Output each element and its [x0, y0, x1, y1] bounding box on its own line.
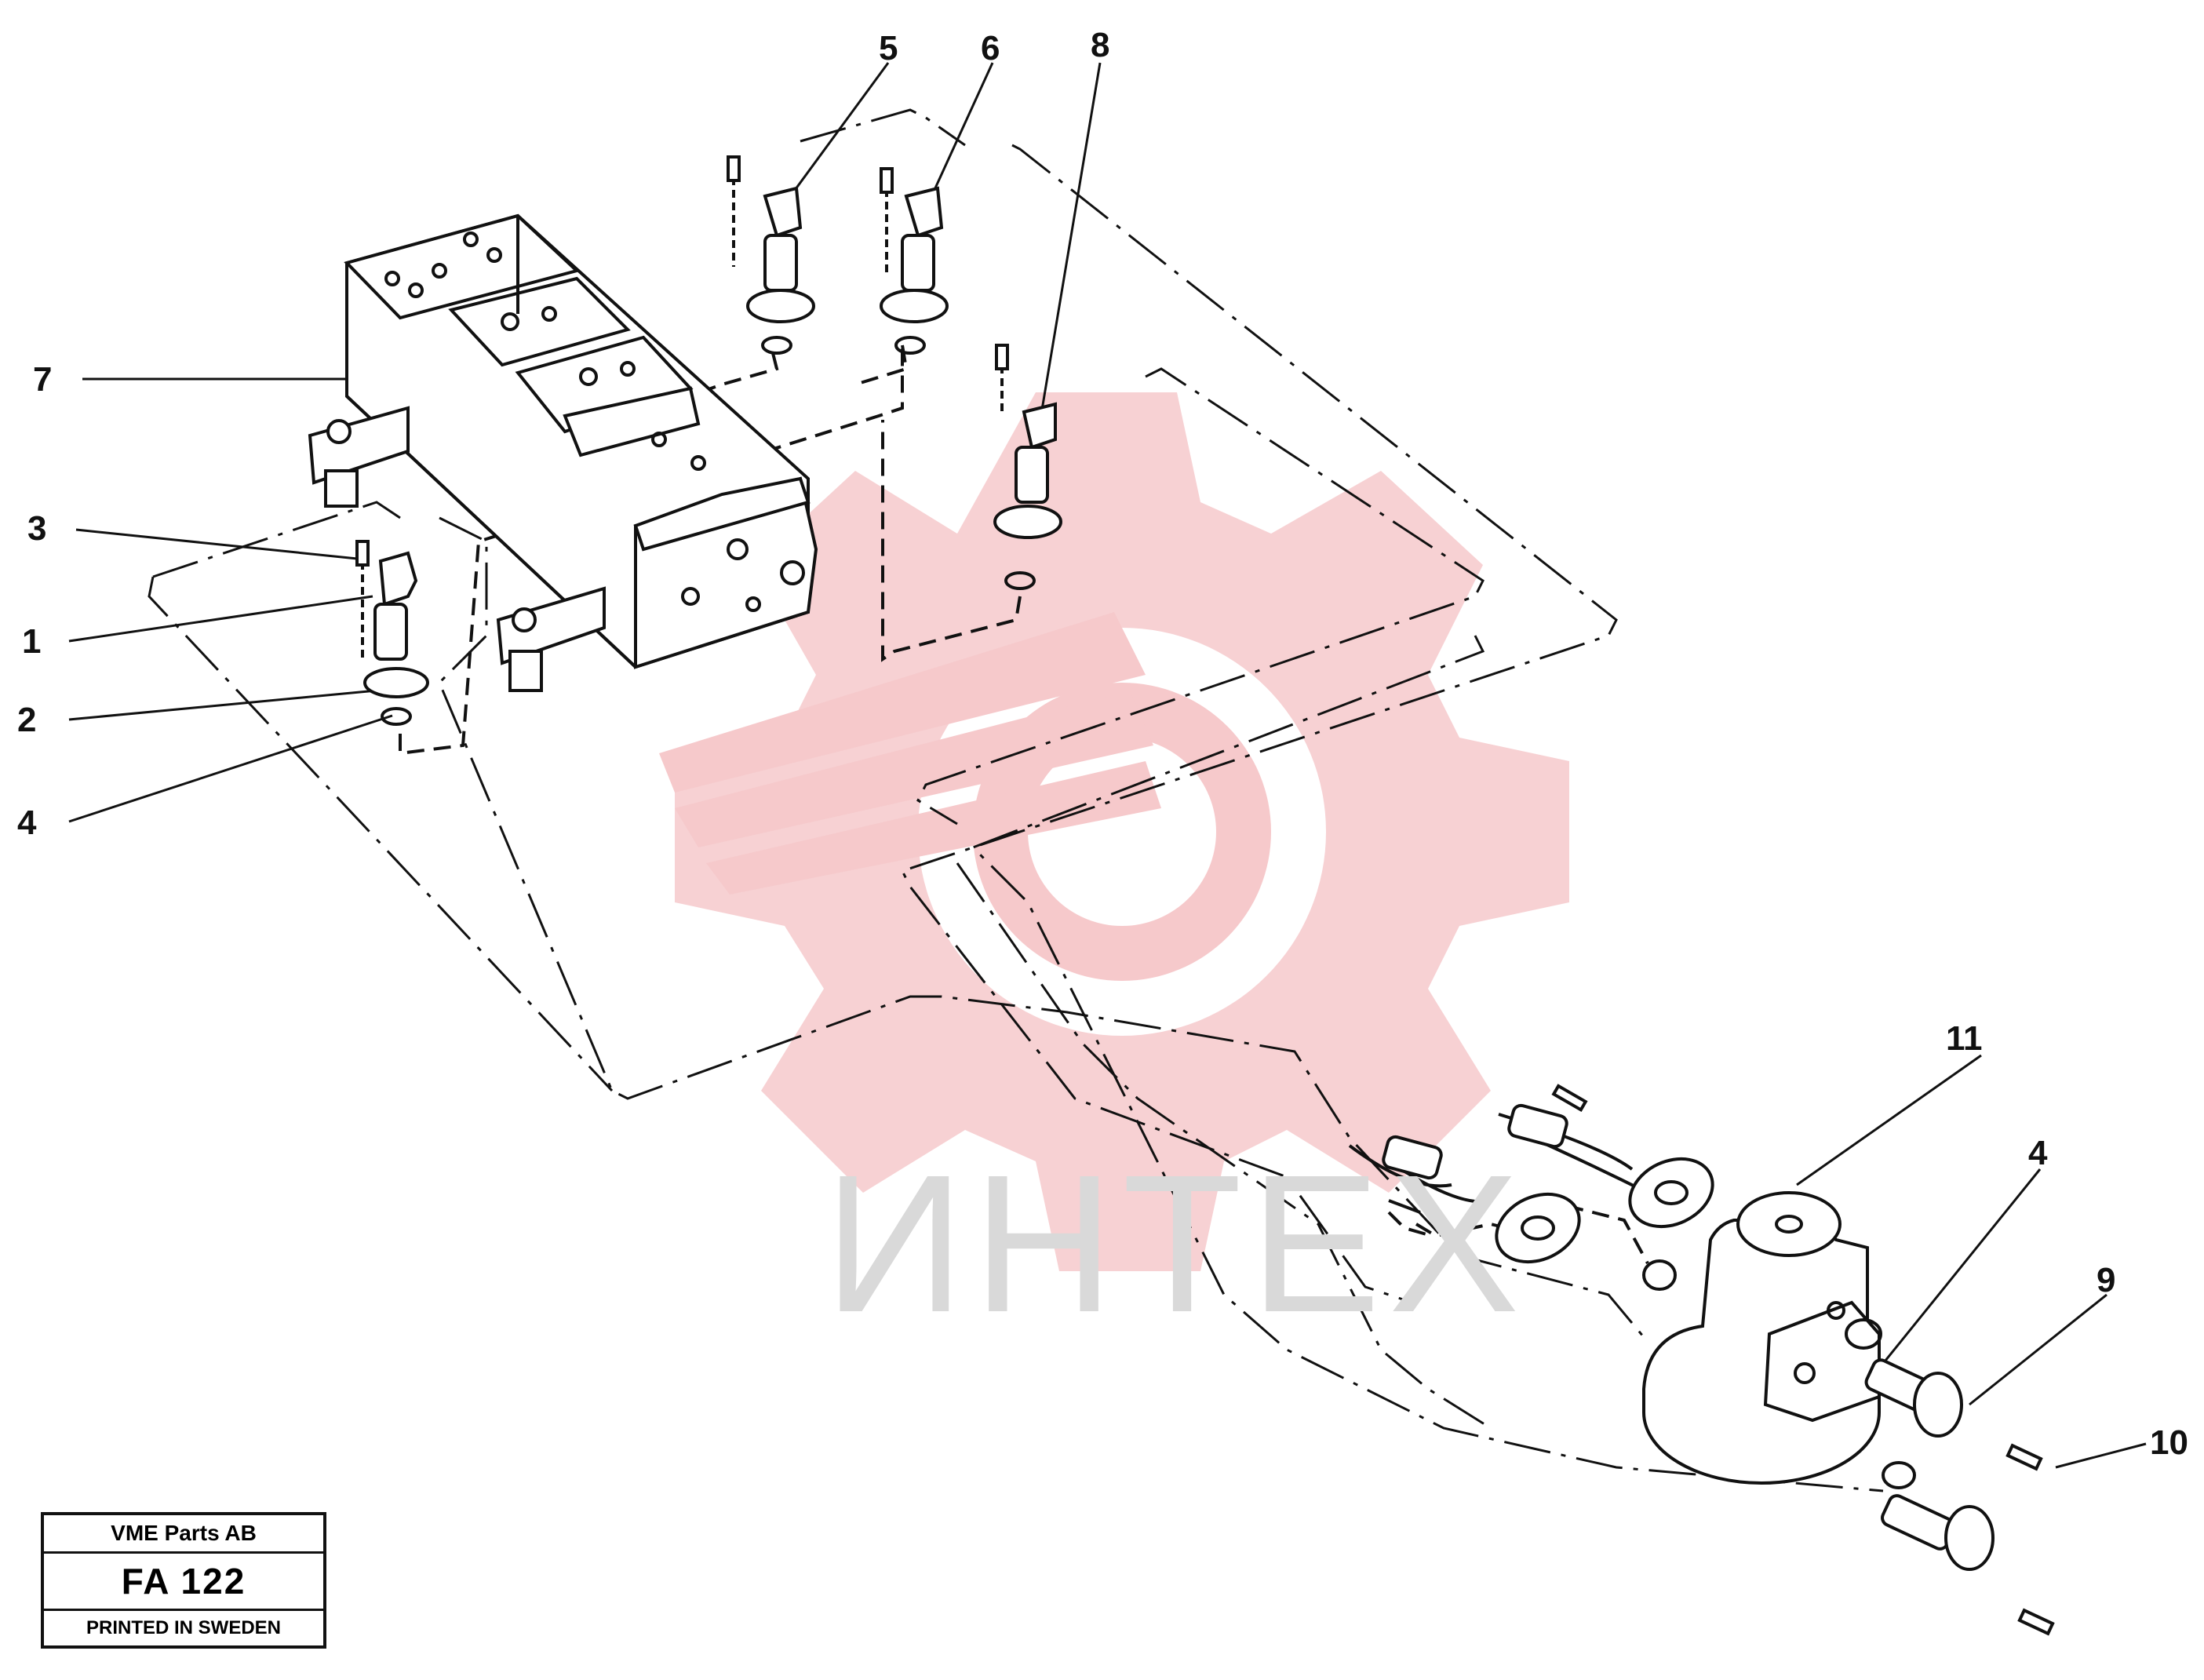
- stamp-company: VME Parts AB: [44, 1515, 323, 1554]
- hose-fittings: [355, 155, 1062, 726]
- callout-4-motor: 4: [2028, 1134, 2048, 1172]
- control-valve-block: [344, 213, 818, 669]
- lower-hoses: [1348, 1084, 1714, 1291]
- stamp-code: FA 122: [44, 1554, 323, 1611]
- watermark-text: ИНТЕХ: [824, 1134, 1528, 1353]
- fitting-7: [993, 344, 1062, 590]
- callout-5: 5: [879, 29, 898, 67]
- callout-8: 7: [33, 360, 53, 399]
- callout-4: 4: [17, 804, 37, 842]
- watermark-speed-lines: [659, 612, 1161, 895]
- fitting-1: [355, 540, 429, 726]
- mounting-brackets: [308, 406, 606, 692]
- title-stamp: VME Parts AB FA 122 PRINTED IN SWEDEN: [41, 1512, 326, 1649]
- fitting-6: [880, 167, 949, 355]
- callout-11: 11: [1946, 1019, 1983, 1058]
- leader-lines: [68, 62, 2147, 1469]
- callout-10: 10: [2150, 1423, 2188, 1462]
- stamp-printed: PRINTED IN SWEDEN: [86, 1617, 281, 1638]
- callout-2: 2: [17, 701, 37, 739]
- hose-routing-outlines: [148, 108, 1884, 1492]
- fitting-5: [727, 155, 815, 355]
- callout-9: 9: [2097, 1261, 2116, 1299]
- callout-6: 6: [981, 29, 1000, 67]
- callout-1: 1: [22, 622, 42, 661]
- callout-3: 3: [27, 509, 47, 548]
- hydraulic-motor: [1642, 1191, 2055, 1636]
- callout-7: 8: [1091, 26, 1110, 64]
